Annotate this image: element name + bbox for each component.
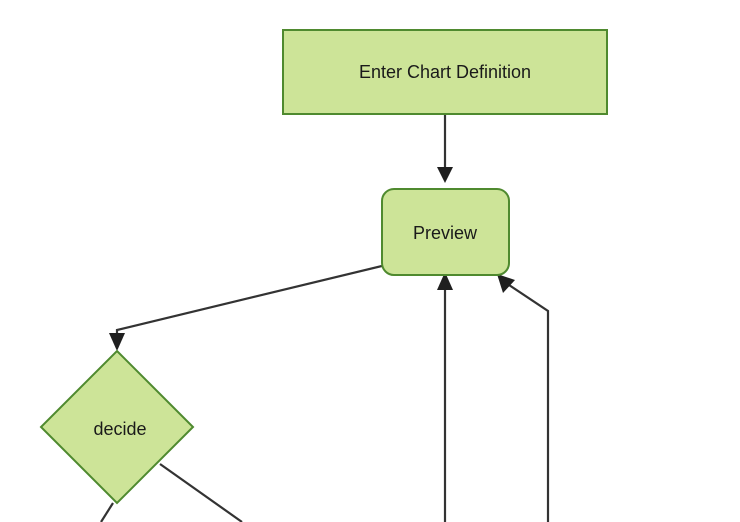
arrow-head-into-preview-bottom-center (437, 272, 453, 290)
node-decide-shape[interactable] (39, 349, 195, 505)
node-preview-shape[interactable] (381, 188, 510, 276)
node-enter-chart-definition[interactable]: Enter Chart Definition (282, 29, 608, 115)
arrow-head-into-preview-top (437, 167, 453, 183)
edge-decide-bottom-offscreen[interactable] (100, 502, 114, 522)
edge-preview-to-decide[interactable] (115, 264, 383, 342)
edge-bottom-right-to-preview[interactable] (502, 280, 550, 522)
node-decide[interactable]: decide (39, 349, 195, 505)
node-layer: Enter Chart Definition Preview decide (39, 29, 608, 505)
arrow-head-into-decide-top (109, 333, 125, 351)
arrow-head-into-preview-bottom-right (497, 274, 515, 293)
node-preview[interactable]: Preview (381, 188, 510, 276)
edge-layer (100, 114, 550, 522)
node-enter-chart-definition-shape[interactable] (282, 29, 608, 115)
edge-decide-right-offscreen[interactable] (159, 463, 243, 522)
